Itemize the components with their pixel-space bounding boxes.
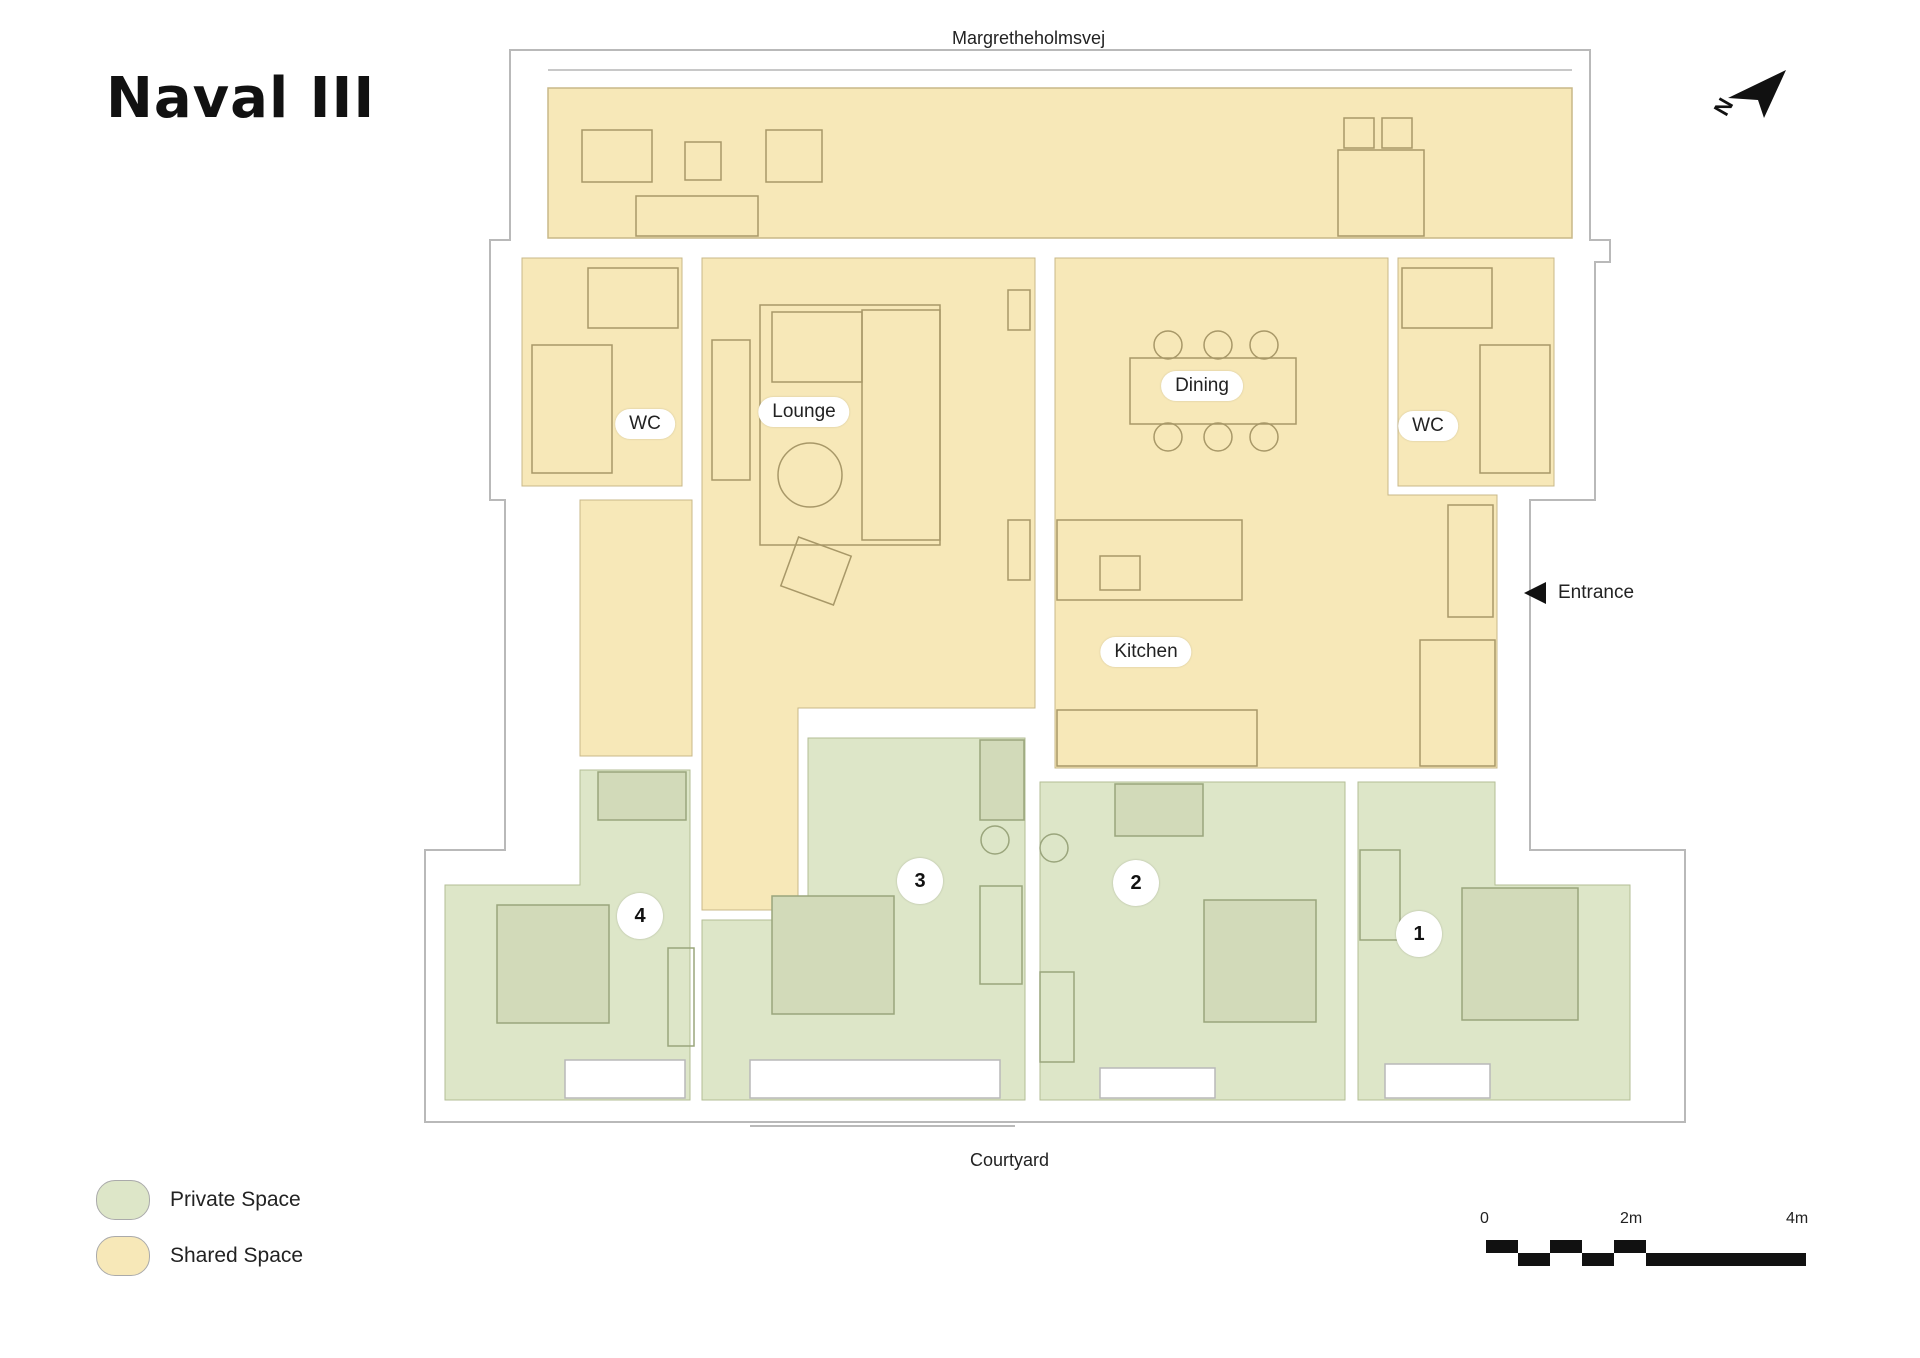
lounge-furniture [711, 289, 1031, 606]
kitchen-furniture [1056, 504, 1496, 767]
legend-swatch-shared [96, 1236, 150, 1276]
street-top-label: Margretheholmsvej [952, 28, 1106, 48]
room-label-lounge: Lounge [758, 397, 850, 427]
entrance-arrow-icon [1524, 582, 1546, 604]
scale-label-0: 0 [1480, 1210, 1489, 1227]
legend-swatch-private [96, 1180, 150, 1220]
room-number-2: 2 [1113, 860, 1159, 906]
dining-furniture [1129, 330, 1297, 452]
page-title: Naval III [106, 66, 376, 131]
wc-fixtures [531, 267, 1551, 474]
legend-label-shared: Shared Space [170, 1244, 304, 1267]
room-label-kitchen: Kitchen [1100, 637, 1192, 667]
street-bottom-label: Courtyard [970, 1150, 1050, 1170]
windows-bottom [564, 1059, 1491, 1099]
room-number-4: 4 [617, 893, 663, 939]
compass: N [1709, 64, 1790, 124]
scale-label-4m: 4m [1786, 1210, 1809, 1227]
wc-left-room [521, 257, 683, 487]
legend-item-shared: Shared Space [96, 1236, 303, 1276]
room-number-3: 3 [897, 858, 943, 904]
closet-left [579, 499, 693, 757]
legend-item-private: Private Space [96, 1180, 301, 1220]
scale-bar-graphic [1486, 1240, 1806, 1266]
room-label-wc-left: WC [615, 409, 675, 439]
scale-label-2m: 2m [1620, 1210, 1643, 1227]
wc-right-room [1397, 257, 1555, 487]
legend-label-private: Private Space [170, 1188, 301, 1211]
room-label-dining: Dining [1161, 371, 1243, 401]
bedroom-furniture [496, 739, 1579, 1024]
balcony [547, 87, 1573, 239]
entrance-marker: Entrance [1522, 580, 1634, 606]
balcony-furniture [581, 117, 1425, 237]
entrance-label: Entrance [1558, 582, 1635, 603]
north-arrow-icon [1728, 70, 1786, 118]
room-number-1: 1 [1396, 911, 1442, 957]
scale-bar: 0 2m 4m [1480, 1210, 1810, 1270]
bedroom-desks [667, 825, 1401, 1063]
room-label-wc-right: WC [1398, 411, 1458, 441]
